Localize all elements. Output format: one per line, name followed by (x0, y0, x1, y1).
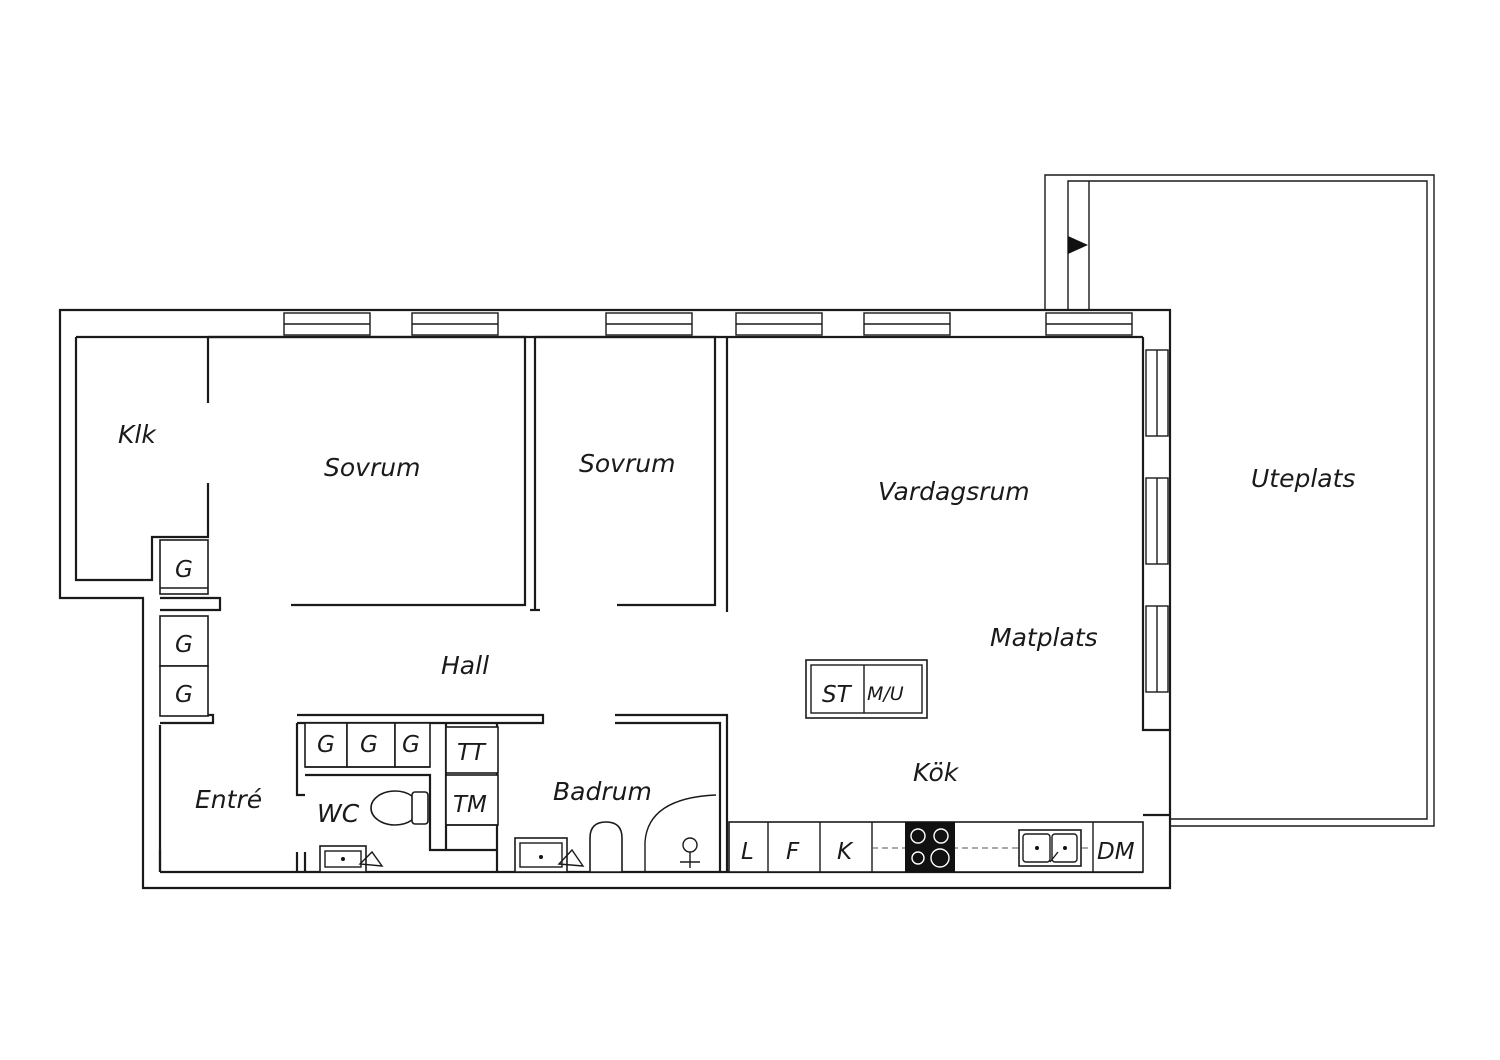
sink-icon (514, 837, 585, 873)
toilet-icon (370, 790, 429, 826)
fixture-label-garderob: G (317, 732, 335, 758)
fixture-label-tumlare: TT (457, 740, 487, 766)
fixture-label-garderob: G (175, 557, 193, 583)
kitchen-counter (728, 821, 1144, 873)
sideboard (805, 659, 928, 719)
room-label-kok: Kök (913, 758, 960, 787)
fixture-label-garderob: G (360, 732, 378, 758)
room-label-klk: Klk (118, 420, 157, 449)
room-label-wc: WC (317, 799, 360, 828)
wardrobes (159, 539, 499, 826)
kitchen-sink-icon (1018, 829, 1082, 867)
fixture-label-kyl: K (837, 839, 854, 865)
room-label-sovrum-1: Sovrum (324, 453, 420, 482)
room-label-badrum: Badrum (553, 777, 652, 806)
sanitary-fixtures (319, 790, 717, 873)
room-label-matplats: Matplats (990, 623, 1098, 652)
fixture-label-micro-ugn: M/U (867, 683, 904, 705)
fixture-label-tvattmaskin: TM (453, 792, 487, 818)
fixture-label-diskmaskin: DM (1097, 839, 1135, 865)
shower-icon (644, 794, 717, 872)
entrance-arrow-icon (1068, 236, 1088, 254)
fixture-label-sideboard: ST (822, 682, 853, 708)
room-label-sovrum-2: Sovrum (579, 449, 675, 478)
room-label-entre: Entré (195, 785, 262, 814)
windows (283, 312, 1169, 693)
stove-icon (905, 822, 955, 872)
fixture-label-lada: L (741, 839, 754, 865)
fixture-label-frys: F (786, 839, 800, 865)
room-label-hall: Hall (441, 651, 489, 680)
room-label-vardagsrum: Vardagsrum (878, 477, 1030, 506)
sink-icon (319, 845, 384, 873)
room-label-uteplats: Uteplats (1251, 464, 1355, 493)
fixture-label-garderob: G (175, 682, 193, 708)
terrace (1044, 174, 1435, 827)
fixture-label-garderob: G (402, 732, 420, 758)
fixture-label-garderob: G (175, 632, 193, 658)
toilet-icon (589, 821, 623, 873)
